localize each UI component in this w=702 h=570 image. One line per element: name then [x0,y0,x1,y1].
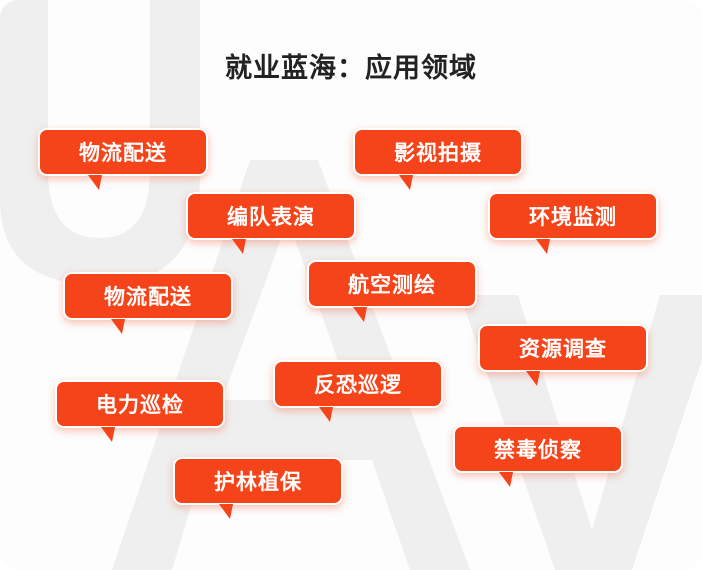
bubble-power-inspection: 电力巡检 [55,380,225,442]
bubble-tail [399,175,413,190]
bubble-film: 影视拍摄 [353,128,523,190]
bubble-label: 反恐巡逻 [314,373,402,397]
bubble-logistics: 物流配送 [38,128,208,190]
bubble-label: 资源调查 [519,337,607,361]
bubble-tail [499,472,513,487]
bubble-label: 物流配送 [79,141,167,165]
bubble-label: 影视拍摄 [394,141,482,165]
bubble-tail [319,407,333,422]
bubble-tail [111,319,125,334]
bubble-survey-mapping: 航空测绘 [307,260,477,322]
bubble-label: 环境监测 [529,205,617,229]
bubble-anti-terror: 反恐巡逻 [273,360,443,422]
bubble-label: 编队表演 [227,205,315,229]
bubble-label: 护林植保 [214,470,302,494]
page-title: 就业蓝海：应用领域 [225,53,477,84]
bubble-tail [526,371,540,386]
bubble-tail [353,307,367,322]
bubble-logistics-2: 物流配送 [63,272,233,334]
bubble-resource-survey: 资源调查 [478,324,648,386]
bubble-tail [219,504,233,519]
bubble-label: 物流配送 [104,285,192,309]
bubble-formation-show: 编队表演 [186,192,356,254]
bubble-label: 电力巡检 [96,393,184,417]
watermark-letter-u [0,0,200,285]
bubble-tail [232,239,246,254]
bubble-environment: 环境监测 [488,192,658,254]
bubble-label: 航空测绘 [348,273,436,297]
bubble-tail [536,239,550,254]
bubble-tail [88,175,102,190]
bubble-forest-protection: 护林植保 [173,457,343,519]
bubble-label: 禁毒侦察 [494,438,582,462]
bubble-anti-drug: 禁毒侦察 [453,425,623,487]
bubble-tail [101,427,115,442]
